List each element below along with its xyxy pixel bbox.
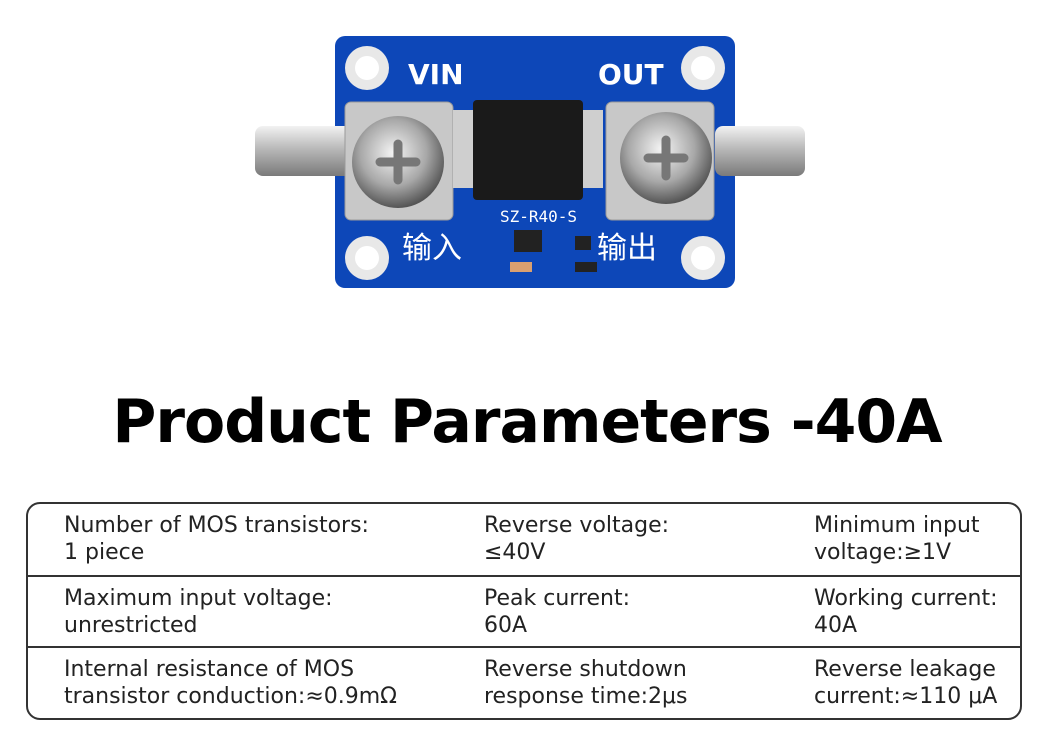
table-row: Maximum input voltage:unrestricted Peak … [28,575,1020,646]
input-cn-label: 输入 [402,231,462,266]
output-cn-label: 输出 [597,231,657,266]
product-image: VIN OUT SZ-R40-S 输入 输出 [255,36,805,288]
param-cell: Number of MOS transistors:1 piece [64,513,369,565]
param-cell: Maximum input voltage:unrestricted [64,586,333,638]
param-cell: Working current:40A [814,586,998,638]
mosfet-chip [473,100,583,200]
page-title: Product Parameters -40A [112,387,942,457]
parameters-table: Number of MOS transistors:1 piece Revers… [26,502,1022,720]
out-label: OUT [598,58,664,91]
param-cell: Peak current:60A [484,586,631,638]
param-cell: Reverse voltage:≤40V [484,513,670,565]
table-row: Number of MOS transistors:1 piece Revers… [28,504,1020,573]
model-label: SZ-R40-S [500,207,577,226]
vin-label: VIN [408,58,464,91]
mounting-hole-icon [345,46,725,280]
